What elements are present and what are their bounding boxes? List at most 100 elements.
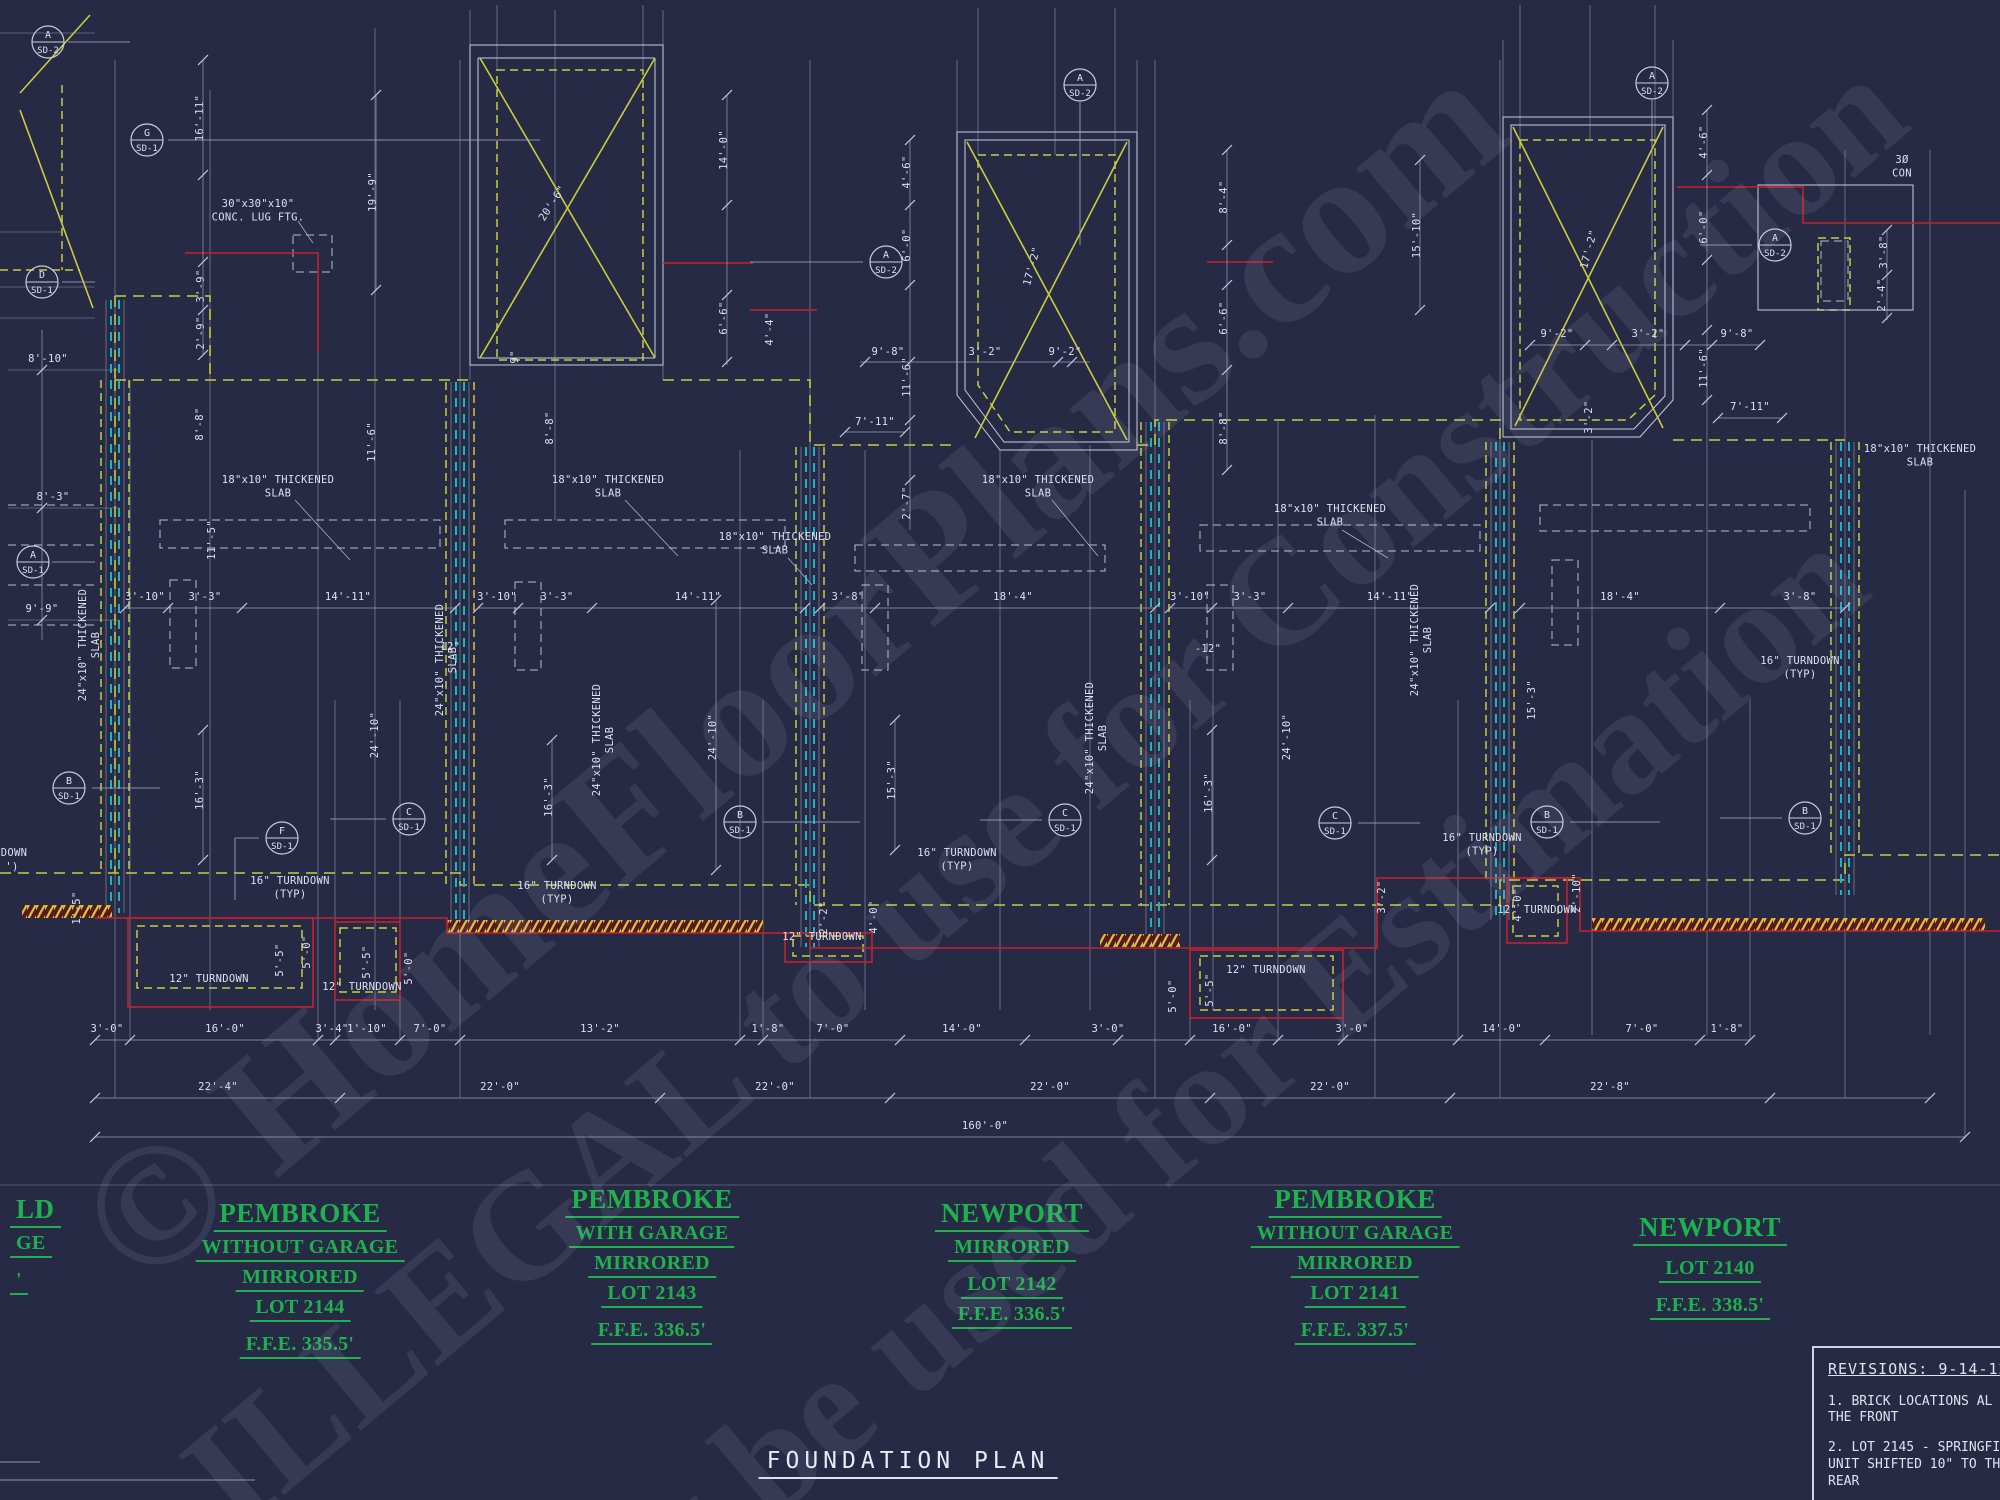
dim-tick [839,426,851,438]
dim-tick [904,414,916,426]
dim-text: 22'-0" [480,1081,520,1093]
section-marker-ref: SD-2 [37,46,59,56]
dim-tick [889,844,901,856]
dim-tick [36,502,48,514]
dim-tick [1444,1092,1456,1104]
dim-text: 4'-0" [1512,888,1524,921]
note-text: 12" TURNDOWN [1497,904,1576,916]
dim-tick [197,349,209,361]
unit-label-line: NEWPORT [934,1200,1090,1232]
dim-text: 8'-8" [194,407,206,440]
dim-text: 2'-2" [818,901,830,934]
unit-label-line: F.F.E. 336.5' [565,1320,739,1345]
dim-text: 22'-4" [198,1081,238,1093]
unit-label-line: NEWPORT [1632,1214,1788,1246]
annotations: 9'-8"3'-2"9'-2"7'-11"9'-2"3'-2"9'-8"7'-1… [1,25,1976,1143]
dim-text: 22'-0" [1030,1081,1070,1093]
dim-tick [394,1034,406,1046]
dim-text: 7'-0" [1625,1023,1658,1035]
section-marker-ref: SD-2 [1641,87,1663,97]
dim-tick [1452,1034,1464,1046]
unit-label-line: PEMBROKE [196,1200,405,1232]
unit-label-line: F.F.E. 337.5' [1251,1320,1460,1345]
dim-tick [197,256,209,268]
note-text: SLAB [90,632,102,659]
dim-tick [1206,602,1218,614]
dim-text: 8'-3" [36,491,69,503]
dim-tick [1539,1034,1551,1046]
section-marker-letter: A [45,30,51,41]
dim-tick [197,854,209,866]
extension-lines [0,5,1966,1137]
dim-tick [370,284,382,296]
dim-text: 18'-4" [1600,591,1640,603]
dim-text: 3'-2" [1583,400,1595,433]
note-text: 24"x10" THICKENED [434,604,446,717]
dim-tick [1712,412,1724,424]
dim-tick [654,1092,666,1104]
dim-tick [1839,602,1851,614]
dim-tick [757,1034,769,1046]
section-marker-letter: A [1772,233,1778,244]
section-marker-ref: SD-1 [1054,824,1076,834]
dim-text: 8'-10" [28,353,68,365]
unit-label-line: MIRRORED [196,1267,405,1292]
dim-text: 6'-0" [1698,210,1710,243]
dim-text: 16'-0" [205,1023,245,1035]
dim-tick [197,54,209,66]
dim-text: 16'-3" [1203,773,1215,813]
dim-tick [904,474,916,486]
dim-text: 22'-0" [755,1081,795,1093]
dim-tick [1524,339,1536,351]
dim-text: 160'-0" [962,1120,1008,1132]
dim-text: 14'-0" [1482,1023,1522,1035]
section-marker-ref: SD-2 [875,266,897,276]
dim-text: 3'-0" [1335,1023,1368,1035]
dim-text: 11'-6" [366,422,378,462]
dim-tick [1206,724,1218,736]
section-marker-letter: C [406,807,412,818]
dim-text: 2'-4" [1876,278,1888,311]
note-text: SLAB [595,488,622,500]
unit-label-line: PEMBROKE [1251,1186,1460,1218]
dim-text: 7'-0" [816,1023,849,1035]
dim-text: 19'-9" [367,172,379,212]
section-marker-letter: A [1077,73,1083,84]
dim-text: 16'-3" [194,770,206,810]
dim-tick [1579,339,1591,351]
dim-tick [1514,602,1526,614]
dim-tick [312,1034,324,1046]
unit-label-line: F.F.E. 335.5' [196,1334,405,1359]
dim-tick [1164,602,1176,614]
dim-tick [1754,339,1766,351]
dim-text: -12" [1195,643,1222,655]
dim-tick [1959,1131,1971,1143]
section-marker-ref: SD-1 [22,566,44,576]
dim-tick [1484,602,1496,614]
dim-tick [36,364,48,376]
note-text: 16" TURNDOWN [1760,655,1839,667]
note-text: 24"x10" THICKENED [1409,584,1421,697]
dim-tick [1701,254,1713,266]
dim-tick [1694,1034,1706,1046]
dim-text: 5'-5" [274,943,286,976]
note-text: SLAB [1097,725,1109,752]
dim-tick [197,304,209,316]
dim-text: 3'-2" [968,346,1001,358]
dim-text: 22'-8" [1590,1081,1630,1093]
revisions-heading: REVISIONS: 9-14-12 [1828,1360,2000,1378]
note-text: SLAB [762,545,789,557]
dim-tick [1701,394,1713,406]
dim-tick [1764,1092,1776,1104]
dim-text: 9'-8" [871,346,904,358]
dim-tick [1019,1034,1031,1046]
note-text: (TYP) [940,861,973,873]
dim-text: 3'-9" [195,269,207,302]
turndown-red-lines [95,186,2000,1019]
section-marker-letter: A [1649,71,1655,82]
unit-label-line: GE [10,1233,61,1258]
section-marker-letter: C [1062,808,1068,819]
note-text: (TYP) [1465,846,1498,858]
unit-label-line: MIRRORED [565,1253,739,1278]
